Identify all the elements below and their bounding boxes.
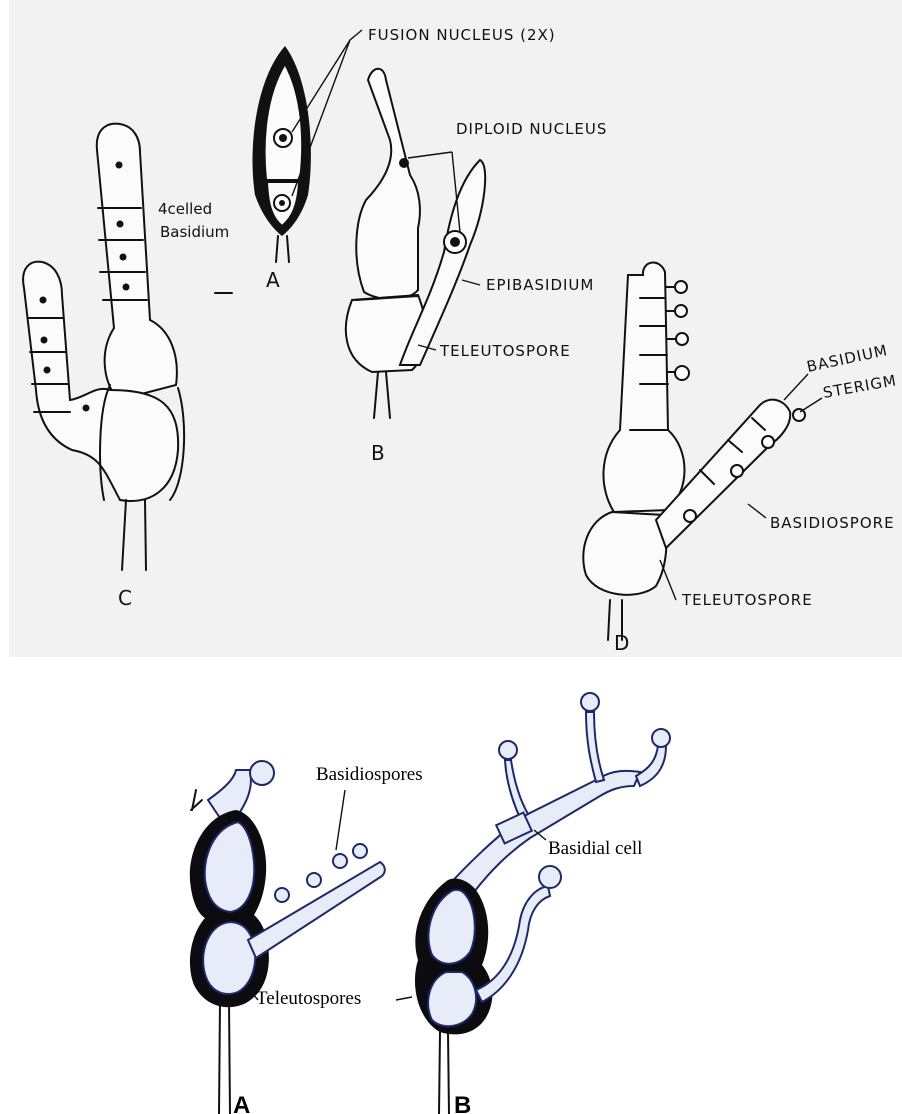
bottom-panel-a — [190, 761, 385, 1114]
hypha-fragment — [191, 790, 202, 810]
bottom-panel-b — [415, 693, 670, 1114]
basidiospore-label: BASIDIOSPORE — [770, 514, 895, 532]
teleutospore-b-label: TELEUTOSPORE — [439, 342, 571, 360]
fusion-nucleus-label: FUSION NUCLEUS (2X) — [368, 26, 556, 44]
basidium-label: BASIDIUM — [805, 341, 889, 376]
four-celled-label-line1: 4celled — [158, 200, 212, 218]
sterigma-label: STERIGM — [822, 371, 899, 402]
panel-d-letter: D — [614, 631, 629, 655]
panel-c-basidium — [23, 124, 184, 570]
panel-a-teleutospore — [253, 46, 311, 262]
diploid-nucleus-label: DIPLOID NUCLEUS — [456, 120, 607, 138]
top-figure: FUSION NUCLEUS (2X) A DIPLOID NUCLEUS EP… — [23, 26, 898, 655]
panel-b-letter: B — [371, 441, 385, 465]
epibasidium-label: EPIBASIDIUM — [486, 276, 594, 294]
basidial-cell-label: Basidial cell — [548, 838, 642, 859]
basidiospores-label: Basidiospores — [316, 764, 423, 785]
teleutospores-label: Teleutospores — [256, 988, 361, 1009]
bottom-panel-a-letter: A — [233, 1092, 250, 1114]
bottom-panel-b-letter: B — [454, 1092, 471, 1114]
panel-d-basidiospores — [583, 263, 805, 640]
teleutospore-d-label: TELEUTOSPORE — [681, 591, 813, 609]
panel-c-letter: C — [118, 586, 132, 610]
bottom-figure: Basidiospores Teleutospores A — [190, 693, 670, 1114]
four-celled-label-line2: Basidium — [160, 223, 229, 241]
panel-a-letter: A — [266, 268, 280, 292]
